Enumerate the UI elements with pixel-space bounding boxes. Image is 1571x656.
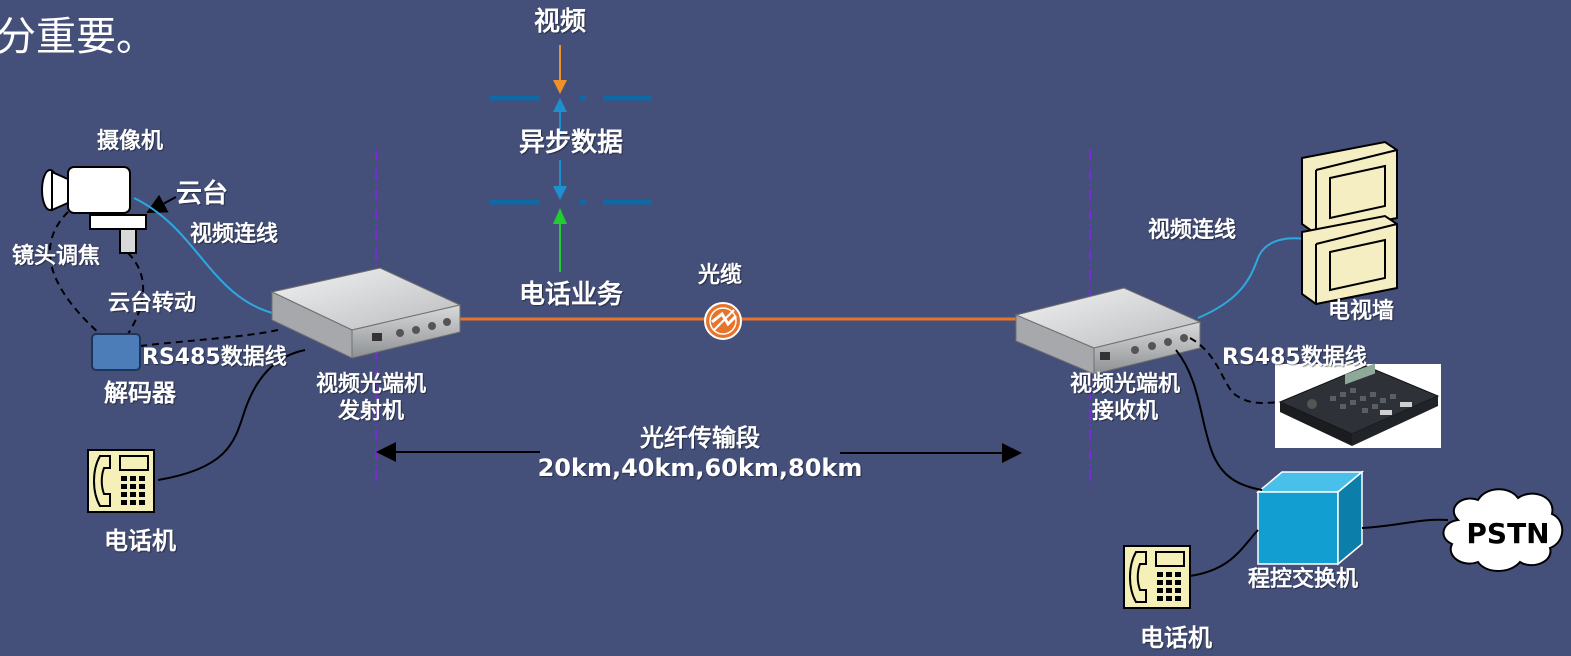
camera-label: 摄像机	[97, 129, 164, 154]
video-cable-label-receive: 视频连线	[1148, 218, 1237, 243]
video-cable-label-transmit: 视频连线	[190, 222, 279, 247]
lens-focus-line	[48, 211, 101, 335]
telephone-icon-transmit	[87, 449, 155, 513]
camera-icon	[41, 166, 147, 254]
receiver-label-line2: 接收机	[1091, 399, 1158, 424]
switch-phone-line	[1189, 529, 1259, 577]
async-data-label: 异步数据	[518, 128, 623, 158]
fiber-span-title: 光纤传输段	[640, 424, 760, 452]
transmitter-device-icon	[270, 267, 462, 359]
phone-line-receive	[1175, 349, 1263, 491]
video-label: 视频	[533, 7, 586, 37]
transmitter-label-line2: 发射机	[337, 399, 404, 424]
receiver-label-line1: 视频光端机	[1069, 372, 1180, 397]
fiber-span-distances: 20km,40km,60km,80km	[537, 454, 863, 482]
switch-icon	[1255, 470, 1365, 566]
pstn-label: PSTN	[1466, 517, 1550, 550]
pstn-cloud-icon	[1442, 488, 1564, 572]
decoder-label: 解码器	[104, 379, 176, 407]
switch-pstn-line	[1361, 518, 1449, 529]
telephone-icon-receive	[1123, 545, 1191, 609]
optical-cable-label: 光缆	[697, 263, 742, 288]
phone-line-transmit	[157, 349, 306, 481]
rs485-line-receive	[1189, 337, 1279, 404]
decoder-icon	[91, 333, 141, 371]
heading-fragment: 分重要。	[0, 14, 156, 60]
pan-tilt-rotation-label: 云台转动	[108, 291, 197, 316]
phone-service-label: 电话业务	[518, 280, 623, 310]
rs485-label-receive: RS485数据线	[1222, 345, 1367, 370]
signal-legend	[490, 45, 652, 272]
switch-label: 程控交换机	[1248, 567, 1359, 592]
telephone-label-transmit: 电话机	[104, 527, 176, 555]
transmitter-label-line1: 视频光端机	[315, 372, 426, 397]
video-cable-transmit	[133, 197, 281, 316]
rs485-label-transmit: RS485数据线	[142, 345, 287, 370]
tv-wall-icon	[1301, 140, 1398, 306]
optical-cable-icon	[704, 302, 742, 340]
tv-wall-label: 电视墙	[1328, 299, 1395, 324]
lens-focus-label: 镜头调焦	[12, 244, 101, 269]
video-cable-receive	[1197, 237, 1313, 319]
pan-tilt-label: 云台	[176, 179, 229, 209]
control-keyboard-icon	[1278, 363, 1440, 446]
rs485-line-transmit	[139, 329, 279, 347]
receiver-device-icon	[1014, 287, 1202, 375]
telephone-label-receive: 电话机	[1140, 624, 1212, 652]
